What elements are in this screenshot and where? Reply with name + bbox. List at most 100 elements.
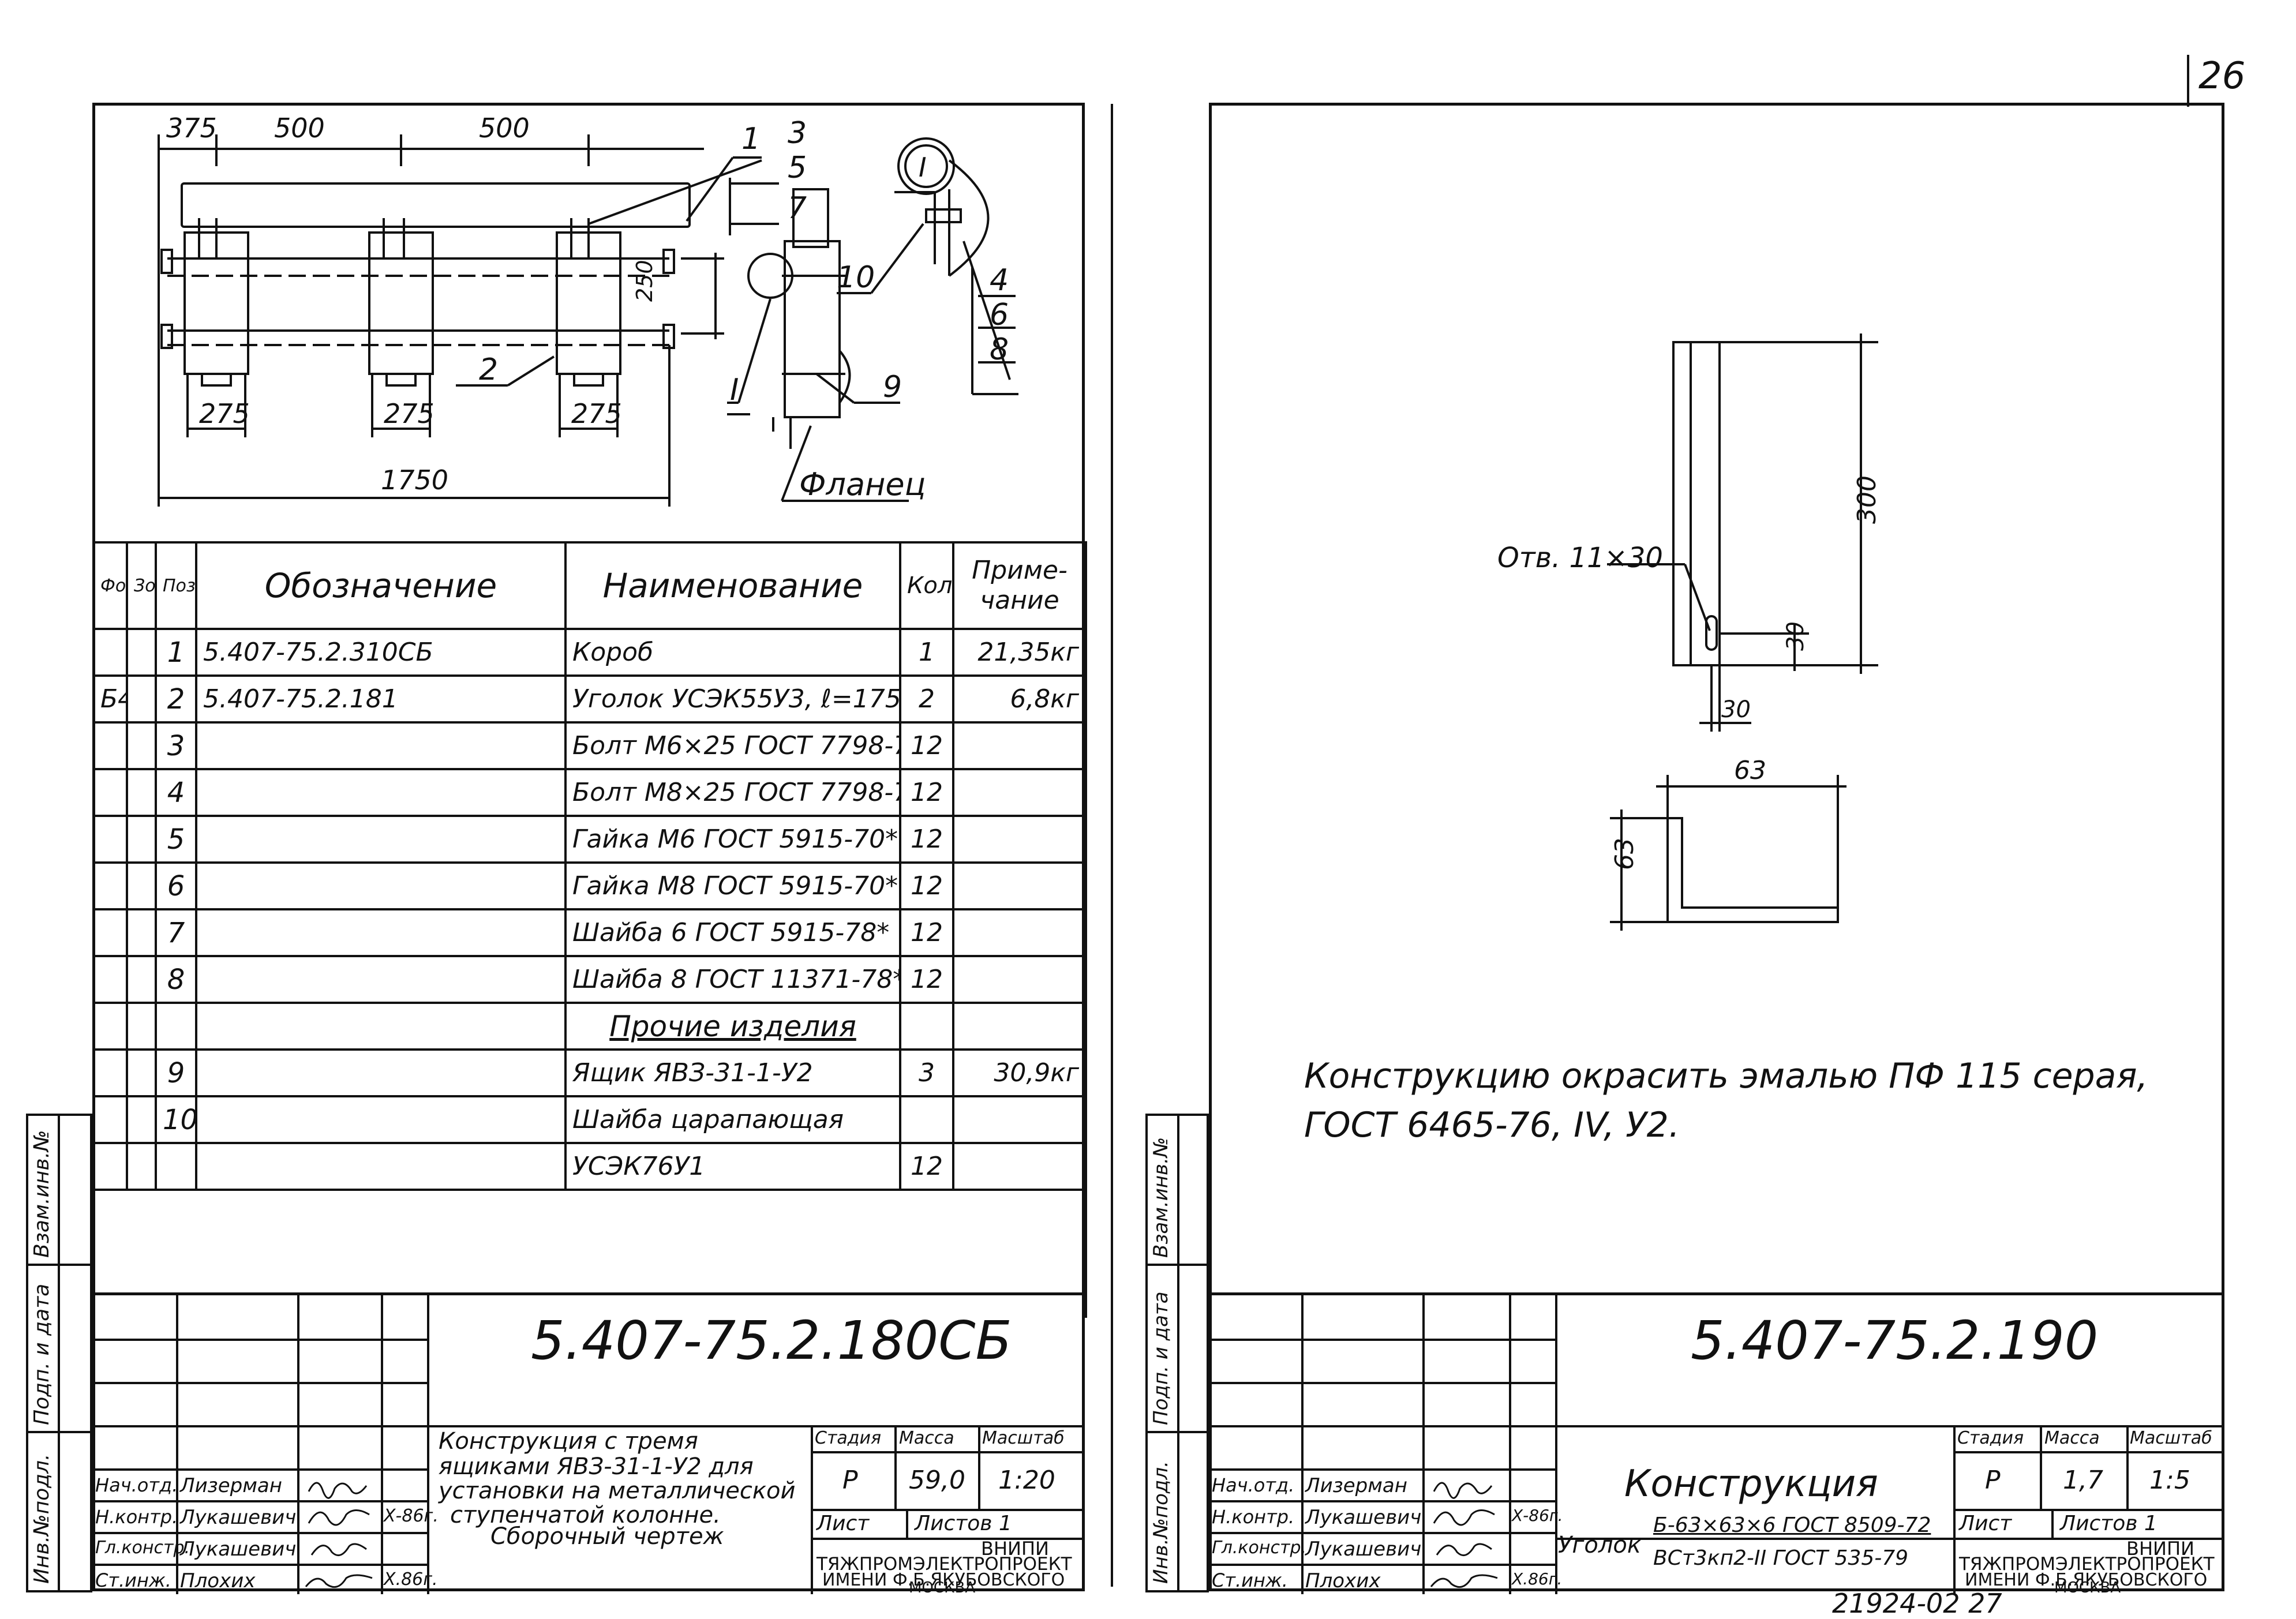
left-scale-label: Масштаб	[982, 1428, 1065, 1448]
spec-cell-name: Короб	[564, 628, 901, 677]
spec-cell-zone	[126, 815, 157, 864]
spec-cell-format: Б4	[92, 674, 128, 724]
right-part-drawing: Отв. 11×30 300 30 30 63 63	[1497, 333, 1882, 931]
spec-cell-name: Болт М6×25 ГОСТ 7798-70*	[564, 721, 901, 770]
spec-cell-note	[952, 1002, 1087, 1051]
left-sheet-label: Лист	[816, 1512, 870, 1535]
spec-cell-note	[952, 768, 1087, 817]
spec-cell-format	[92, 1095, 128, 1144]
spec-cell-zone	[126, 1048, 157, 1097]
callout-3: 3	[788, 116, 807, 151]
left-drawing-code: 5.407-75.2.180СБ	[531, 1310, 1012, 1371]
spec-header-name: Наименование	[564, 541, 901, 630]
callout-5: 5	[788, 151, 807, 185]
right-description: Конструкция	[1624, 1463, 1878, 1505]
spec-cell-designation	[195, 861, 567, 910]
spec-empty-row	[92, 1189, 1087, 1318]
spec-cell-pos: 3	[155, 721, 197, 770]
right-sheets-label: Листов 1	[2060, 1512, 2158, 1535]
spec-cell-format	[92, 721, 128, 770]
right-org-1: ВНИПИ	[2126, 1538, 2194, 1560]
spec-cell-pos: 2	[155, 674, 197, 724]
right-date-2: Х-86г.	[1512, 1506, 1563, 1525]
spec-cell-name: Уголок УСЭК55У3, ℓ=1750	[564, 674, 901, 724]
spec-cell-qty: 12	[899, 1142, 954, 1191]
spec-cell-designation	[195, 721, 567, 770]
spec-header-row: Формат Зона Поз. Обозначение Наименовани…	[92, 541, 1087, 630]
dim-30-vertical: 30	[1782, 621, 1809, 651]
dim-500-a: 500	[274, 113, 325, 144]
spec-cell-name: Гайка М8 ГОСТ 5915-70*	[564, 861, 901, 910]
left-name-3: Лукашевич	[180, 1538, 297, 1561]
spec-cell-qty	[899, 1002, 954, 1051]
right-role-2: Н.контр.	[1212, 1506, 1295, 1528]
dim-500-b: 500	[479, 113, 530, 144]
spec-cell-format	[92, 1048, 128, 1097]
spec-cell-format	[92, 861, 128, 910]
left-description-4: ступенчатой колонне.	[450, 1502, 721, 1528]
left-stage: Р	[842, 1466, 858, 1495]
left-sheets-label: Листов 1	[915, 1512, 1012, 1535]
right-stamp-inv-podl: Инв.№подл.	[1149, 1461, 1173, 1584]
spec-cell-qty: 12	[899, 908, 954, 957]
left-org-2: ТЯЖПРОМЭЛЕКТРОПРОЕКТ	[816, 1554, 1072, 1575]
spec-cell-format	[92, 1002, 128, 1051]
right-name-1: Лизерман	[1305, 1474, 1407, 1497]
left-mass: 59,0	[909, 1466, 965, 1495]
spec-cell-designation: 5.407-75.2.310СБ	[195, 628, 567, 677]
spec-cell-name: Гайка М6 ГОСТ 5915-70*	[564, 815, 901, 864]
spec-empty-cell	[92, 1189, 1087, 1318]
spec-cell-note	[952, 1142, 1087, 1191]
right-mass-label: Масса	[2044, 1428, 2100, 1448]
right-stamp-podp-data: Подп. и дата	[1149, 1291, 1173, 1425]
spec-header-note: Приме-чание	[952, 541, 1087, 630]
spec-cell-format	[92, 908, 128, 957]
callout-9: 9	[883, 370, 902, 404]
spec-cell-qty: 12	[899, 861, 954, 910]
right-stage-label: Стадия	[1957, 1428, 2024, 1448]
right-scale: 1:5	[2149, 1466, 2190, 1495]
page-number-separator	[2187, 55, 2189, 107]
left-stamp-inv-podl: Инв.№подл.	[30, 1453, 54, 1584]
spec-cell-qty	[899, 1095, 954, 1144]
section-label: I	[730, 373, 739, 407]
dim-300: 300	[1852, 475, 1882, 524]
dim-1750: 1750	[381, 464, 448, 496]
spec-cell-zone	[126, 861, 157, 910]
material-top: Б-63×63×6 ГОСТ 8509-72	[1653, 1513, 1931, 1537]
spec-cell-note: 6,8кг	[952, 674, 1087, 724]
left-mass-label: Масса	[899, 1428, 954, 1448]
spec-cell-pos: 10	[155, 1095, 197, 1144]
paint-note-line-1: Конструкцию окрасить эмалью ПФ 115 серая…	[1304, 1056, 2148, 1096]
spec-cell-format	[92, 1142, 128, 1191]
right-date-4: Х.86г.	[1512, 1569, 1563, 1588]
left-description-1: Конструкция с тремя	[439, 1428, 698, 1455]
right-stage: Р	[1985, 1466, 2001, 1495]
spec-cell-zone	[126, 674, 157, 724]
spec-cell-pos: 9	[155, 1048, 197, 1097]
callout-8: 8	[990, 332, 1009, 367]
spec-cell-format	[92, 768, 128, 817]
spec-cell-qty: 12	[899, 815, 954, 864]
right-role-1: Нач.отд.	[1212, 1474, 1295, 1496]
paint-note-line-2: ГОСТ 6465-76, IV, У2.	[1304, 1105, 1680, 1145]
right-role-4: Ст.инж.	[1212, 1569, 1288, 1591]
spec-cell-zone	[126, 955, 157, 1004]
right-stamp-vzam-inv: Взам.инв.№	[1149, 1137, 1173, 1258]
dim-63-vertical: 63	[1610, 838, 1639, 870]
spec-cell-pos: 1	[155, 628, 197, 677]
spec-cell-qty: 12	[899, 768, 954, 817]
right-org-4: МОСКВА	[2054, 1579, 2121, 1596]
left-date-4: Х.86г.	[384, 1569, 438, 1590]
spec-cell-pos	[155, 1142, 197, 1191]
left-stamp-podp-data: Подп. и дата	[30, 1283, 54, 1425]
spec-table: Формат Зона Поз. Обозначение Наименовани…	[92, 541, 1087, 1318]
